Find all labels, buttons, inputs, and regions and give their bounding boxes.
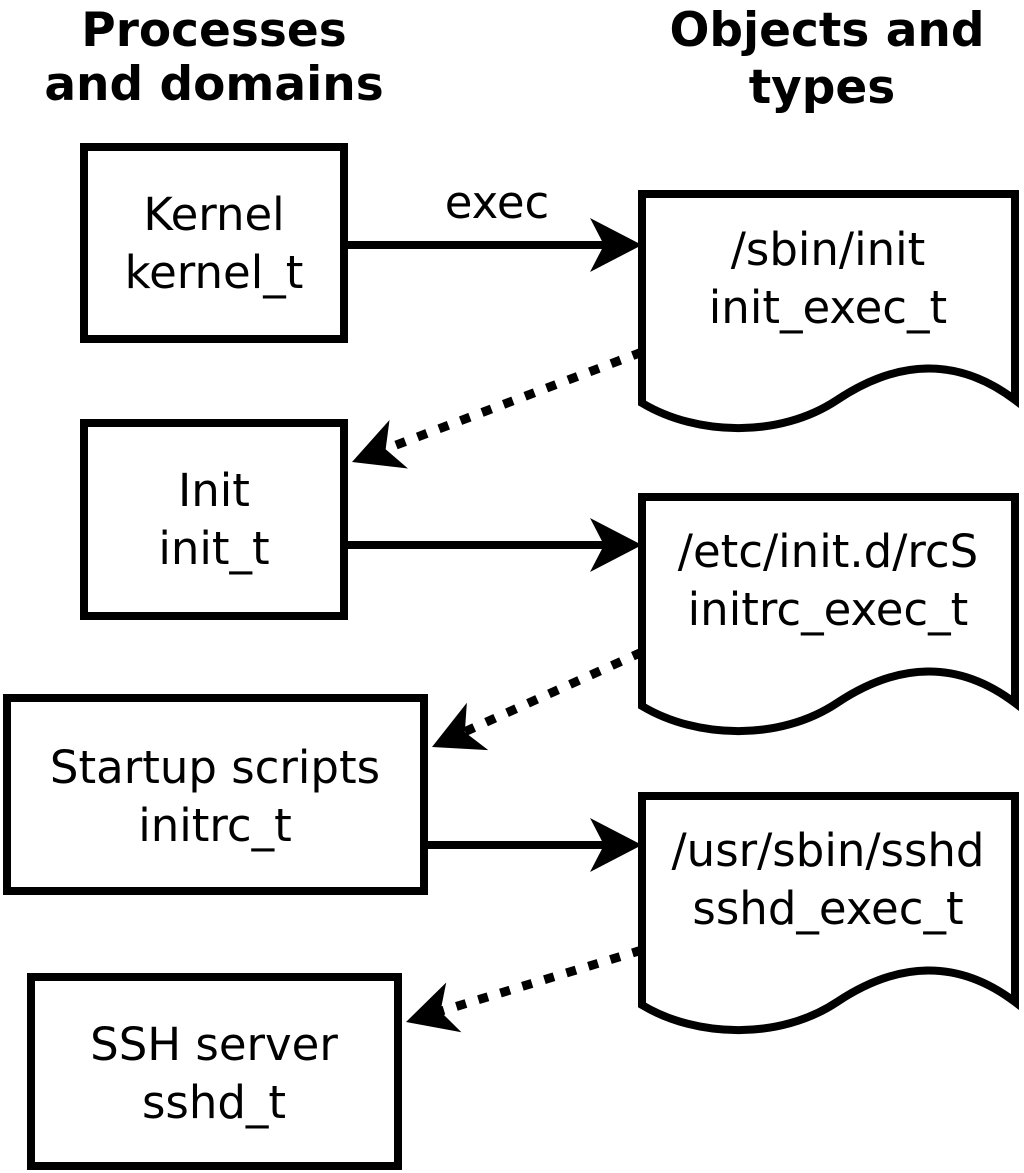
process-box-init: Init init_t <box>80 419 348 620</box>
object-path: /usr/sbin/sshd <box>672 824 985 877</box>
box-outline <box>80 419 348 620</box>
process-domain: sshd_t <box>142 1076 286 1129</box>
arrowhead-icon <box>406 982 462 1033</box>
object-type: init_exec_t <box>709 281 947 334</box>
object-doc-usr-sbin-sshd: /usr/sbin/sshd sshd_exec_t <box>638 792 1019 1035</box>
header-right-line2: types <box>749 60 896 115</box>
dotted-shaft <box>460 647 644 738</box>
process-name: Init <box>178 464 250 517</box>
arrowhead-icon <box>590 518 642 572</box>
process-domain: kernel_t <box>125 246 304 299</box>
exec-arrow-kernel-to-sbin-init: exec <box>348 176 642 272</box>
object-type: initrc_exec_t <box>688 583 969 636</box>
object-doc-sbin-init: /sbin/init init_exec_t <box>638 190 1019 433</box>
arrowhead-icon <box>432 702 489 751</box>
box-outline <box>27 973 402 1170</box>
header-left-line2: and domains <box>44 57 383 112</box>
object-type: sshd_exec_t <box>692 882 963 935</box>
document-shape <box>638 493 1019 736</box>
document-shape <box>638 190 1019 433</box>
object-path: /etc/init.d/rcS <box>678 525 978 578</box>
transition-arrow-sshd-exec-to-sshd <box>406 945 644 1033</box>
process-domain: init_t <box>158 522 269 575</box>
box-outline <box>3 694 428 895</box>
object-path: /sbin/init <box>731 223 926 276</box>
exec-edge-label: exec <box>445 176 550 229</box>
exec-arrow-initrc-to-sshd <box>428 818 642 872</box>
arrowhead-icon <box>590 218 642 272</box>
process-box-ssh-server: SSH server sshd_t <box>27 973 402 1170</box>
column-header-objects-and-types: Objects and types <box>669 3 984 115</box>
document-shape <box>638 792 1019 1035</box>
process-box-startup-scripts: Startup scripts initrc_t <box>3 694 428 895</box>
process-domain: initrc_t <box>138 799 292 852</box>
transition-arrow-initrc-exec-to-initrc <box>432 647 644 751</box>
exec-arrow-init-to-rcs <box>348 518 642 572</box>
arrowhead-icon <box>352 419 408 469</box>
dotted-shaft <box>381 347 644 455</box>
header-left-line1: Processes <box>81 3 346 58</box>
transition-arrow-init-exec-to-init <box>352 347 644 469</box>
box-outline <box>80 143 348 343</box>
object-doc-etc-initd-rcs: /etc/init.d/rcS initrc_exec_t <box>638 493 1019 736</box>
header-right-line1: Objects and <box>669 3 984 58</box>
process-name: SSH server <box>90 1018 338 1071</box>
process-name: Kernel <box>143 188 284 241</box>
dotted-shaft <box>436 945 644 1017</box>
process-box-kernel: Kernel kernel_t <box>80 143 348 343</box>
column-header-processes-and-domains: Processes and domains <box>44 3 383 112</box>
arrowhead-icon <box>590 818 642 872</box>
process-name: Startup scripts <box>50 741 380 794</box>
